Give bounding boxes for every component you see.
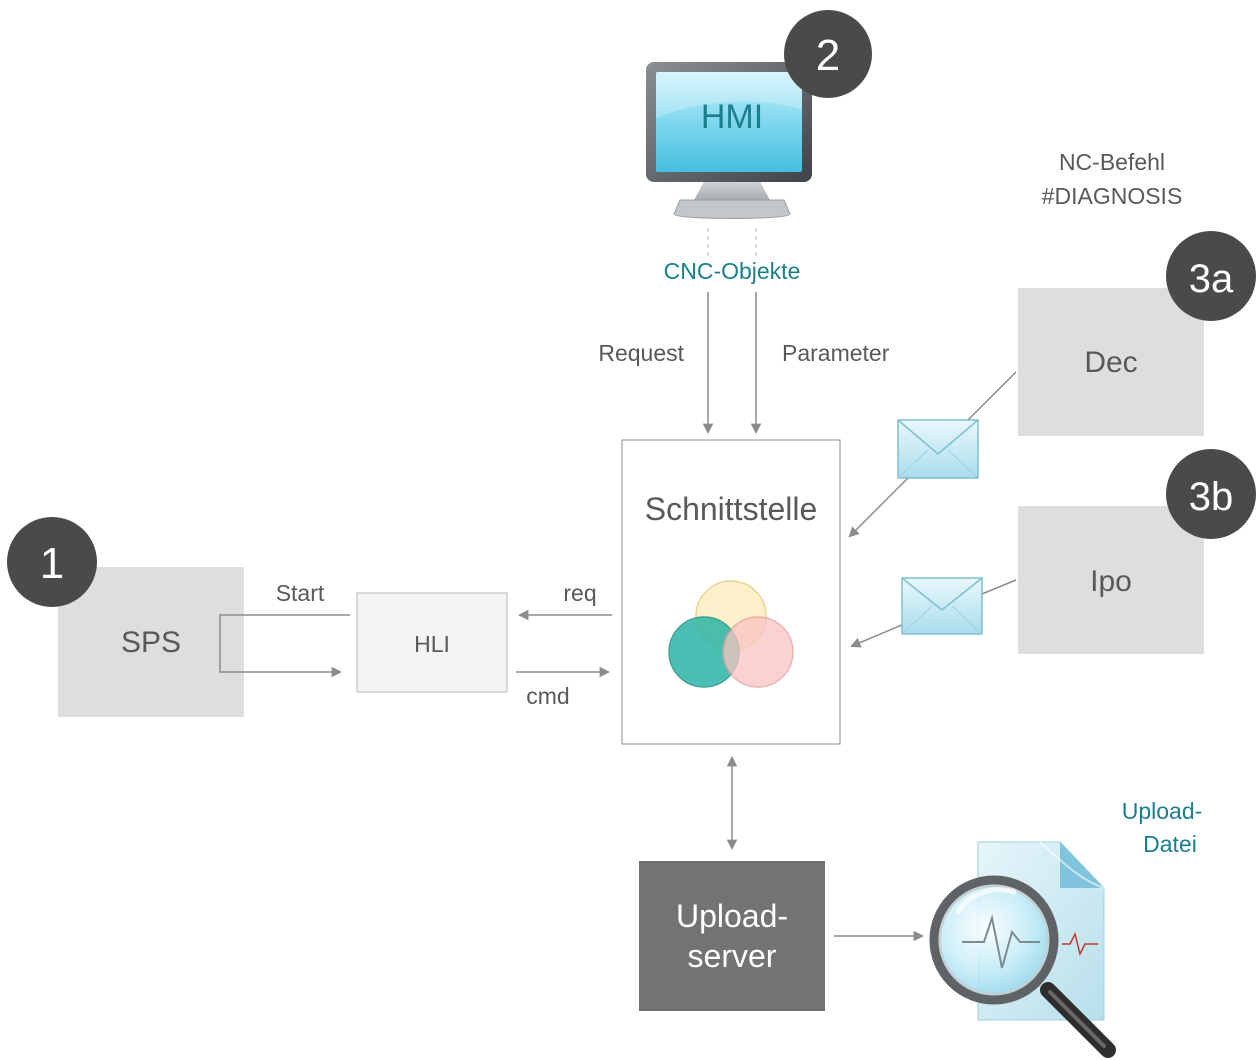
hli-block [356,592,508,693]
signal-trace [1062,931,1098,957]
start-connector [219,614,350,678]
request-label: Request [598,340,684,366]
nc-command-line2: #DIAGNOSIS [1042,183,1183,209]
nc-command-line1: NC-Befehl [1059,149,1165,175]
badge-sps: 1 [7,517,97,607]
sps-block [58,567,244,717]
badge-dec: 3a [1166,231,1256,321]
venn-circles-icon [668,580,794,688]
badge-ipo-label: 3b [1189,475,1234,519]
start-label: Start [276,580,325,606]
dec-label: Dec [1084,346,1137,379]
sps-label: SPS [121,626,181,659]
badge-hmi-label: 2 [816,31,840,80]
ipo-block [1018,506,1204,654]
ipo-message-arrow [850,623,905,648]
parameter-label: Parameter [782,340,890,366]
monitor-base [673,199,791,219]
cmd-label: cmd [526,683,569,709]
magnifier-lens [929,875,1059,1005]
badge-sps-label: 1 [40,539,64,588]
upload-server-block [639,861,825,1011]
upload-server-line2: server [688,938,777,974]
req-label: req [563,580,596,606]
hmi-screen-label: HMI [701,98,763,136]
ipo-label: Ipo [1090,565,1132,598]
badge-hmi: 2 [784,10,872,98]
badge-ipo: 3b [1166,449,1256,539]
upload-server-line1: Upload- [676,898,788,934]
dec-message-arrow [848,475,911,538]
interface-label: Schnittstelle [645,491,818,527]
envelope-icon [901,577,983,635]
hli-label: HLI [414,631,450,657]
envelope-icon [897,419,979,479]
upload-file-line1: Upload- [1122,798,1203,824]
badge-dec-label: 3a [1189,257,1234,301]
monitor-stand [694,178,770,200]
dec-block [1018,288,1204,436]
cnc-objects-label: CNC-Objekte [664,258,801,284]
hmi-monitor: HMI [646,62,812,219]
document-fold [1060,842,1104,888]
monitor-screen [656,72,802,172]
upload-file-line2: Datei [1143,831,1197,857]
magnifier-document-icon [929,841,1116,1058]
